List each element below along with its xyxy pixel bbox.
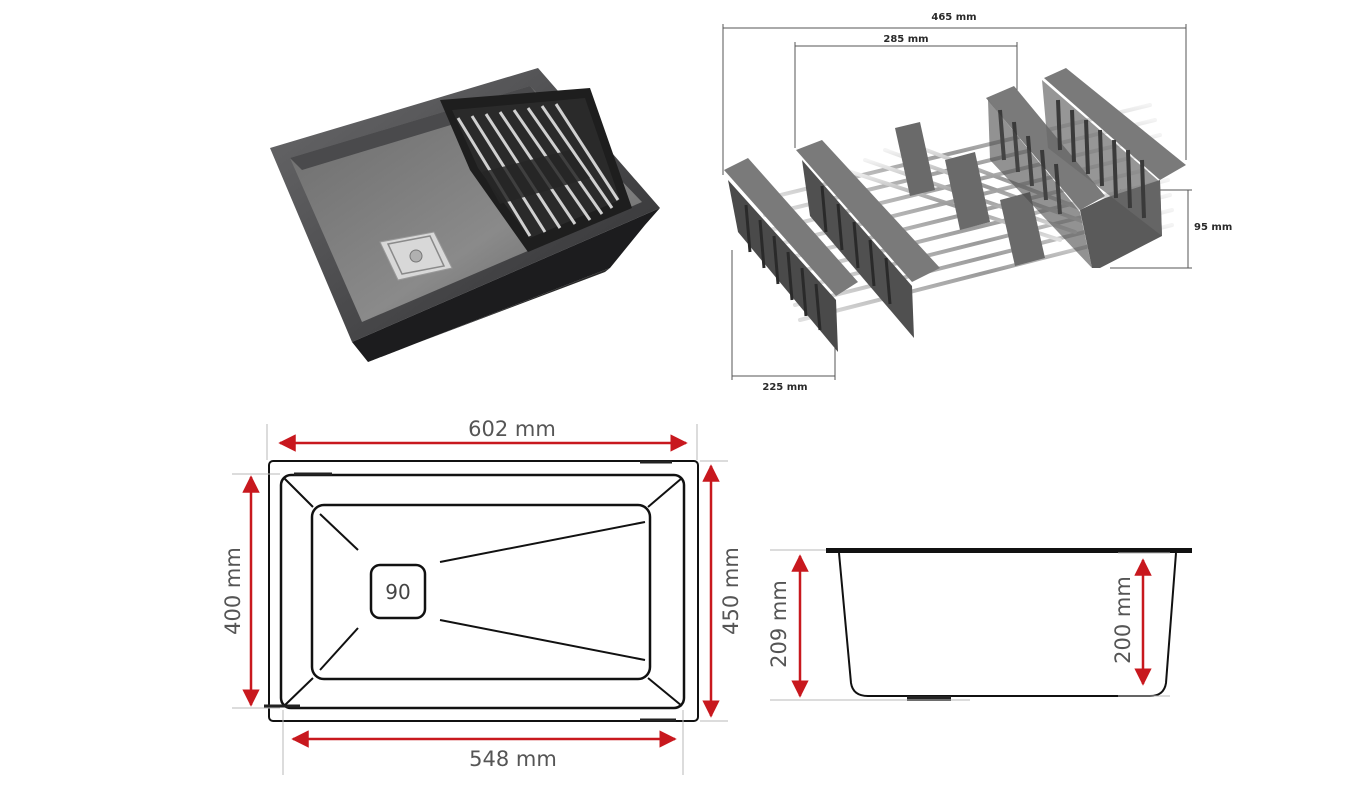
sink-side-view: 209 mm 200 mm [767, 548, 1192, 701]
basket-front-plate [724, 158, 858, 352]
sink-top-view: 90 602 mm 548 mm 400 mm 450 mm [221, 417, 743, 775]
basket-middle-plate [796, 140, 940, 338]
drain-grate [379, 231, 453, 281]
basket-connectors [895, 122, 1045, 266]
sink-flange [826, 548, 1192, 553]
top-view-outline [268, 460, 699, 722]
bowl-depth-label: 200 mm [1111, 576, 1135, 664]
basket-inner-width-label: 285 mm [883, 34, 928, 45]
side-view-extension-lines [770, 549, 1170, 701]
sink-product-photo [270, 68, 660, 362]
corner-brackets [264, 460, 676, 722]
basket-dimension-lines [722, 24, 1192, 380]
outer-width-label: 602 mm [468, 417, 556, 441]
side-view-dimension-arrows [791, 554, 1152, 698]
total-depth-label: 209 mm [767, 580, 791, 668]
basket-depth-label: 225 mm [762, 382, 807, 393]
basket-back-wall [986, 68, 1186, 268]
sink-bowl-profile [838, 552, 1177, 697]
top-view-extension-lines [232, 424, 728, 775]
drain-size-label: 90 [385, 580, 410, 604]
drain-outlet [907, 696, 951, 701]
basket-height-label: 95 mm [1194, 222, 1232, 233]
basket-total-width-label: 465 mm [931, 12, 976, 23]
inner-height-label: 400 mm [221, 547, 245, 635]
sink-basket-inset [440, 88, 632, 252]
inner-width-label: 548 mm [469, 747, 557, 771]
outer-height-label: 450 mm [719, 547, 743, 635]
top-view-dimension-arrows [242, 434, 720, 748]
basket-diagram: 465 mm 285 mm 95 mm 225 mm [722, 12, 1232, 393]
